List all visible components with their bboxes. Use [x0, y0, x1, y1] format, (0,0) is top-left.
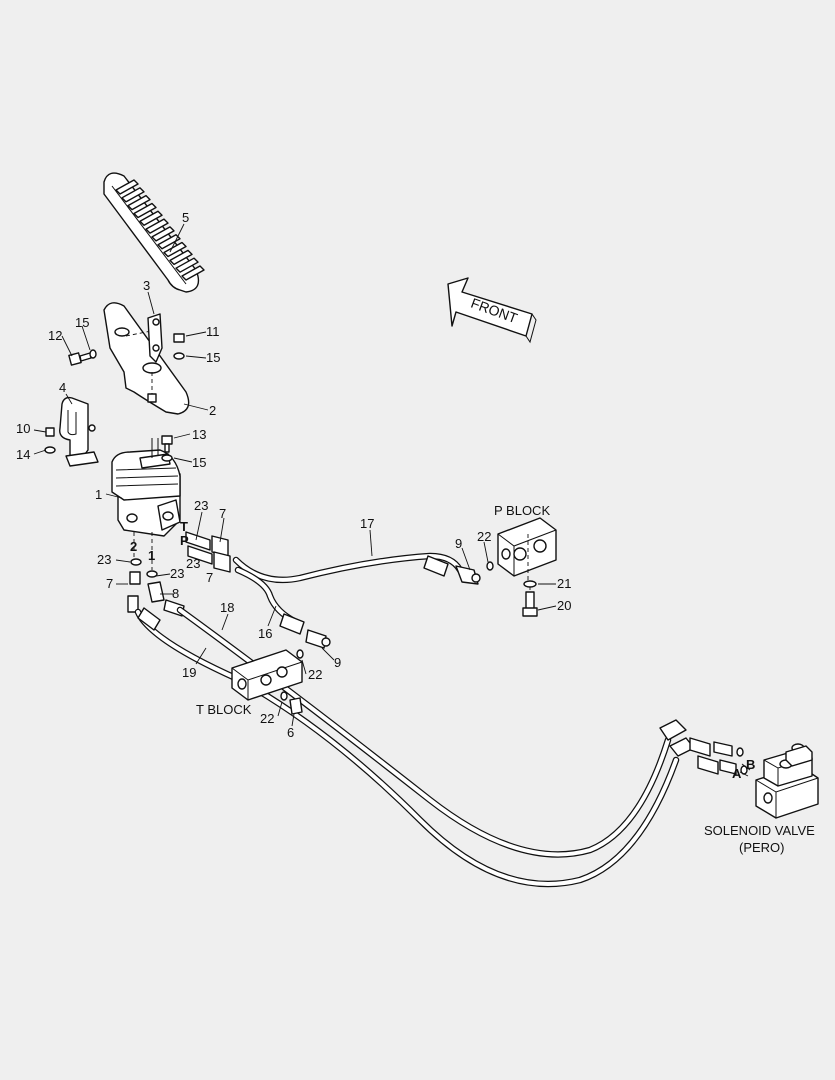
pedal-rib	[127, 194, 151, 211]
part-labels: 5 3 15 12 11 15 4 2 10 13 14 15 1 23 7 2…	[16, 210, 571, 740]
label-part-23: 23	[97, 552, 111, 567]
label-part-17: 17	[360, 516, 374, 531]
pedal-rib	[115, 179, 139, 195]
port-label-2: 2	[130, 539, 137, 554]
label-part-23: 23	[194, 498, 208, 513]
label-part-3: 3	[143, 278, 150, 293]
hose-18	[176, 606, 672, 858]
pedal-rib	[139, 210, 163, 226]
port-labels: T P 2 1 B A	[130, 519, 755, 781]
label-part-7: 7	[106, 576, 113, 591]
pedal-pad	[103, 172, 205, 293]
label-part-22: 22	[308, 667, 322, 682]
label-part-5: 5	[182, 210, 189, 225]
pedal-rib	[157, 234, 181, 250]
pedal-rib	[175, 257, 199, 273]
hose-17	[232, 552, 464, 584]
port-label-b: B	[746, 757, 755, 772]
front-arrow: FRONT	[447, 277, 537, 344]
label-part-12: 12	[48, 328, 62, 343]
label-part-22: 22	[477, 529, 491, 544]
bolt-13	[161, 435, 173, 462]
pedal-rib	[133, 202, 157, 219]
caption-solenoid-maker: (PERO)	[739, 840, 785, 855]
label-part-11: 11	[206, 324, 220, 339]
hose-end-fittings	[137, 555, 748, 775]
port-label-1: 1	[148, 548, 155, 563]
label-part-21: 21	[557, 576, 571, 591]
bolt-12	[68, 349, 97, 366]
label-part-7: 7	[219, 506, 226, 521]
pedal-rib	[145, 218, 169, 234]
label-part-13: 13	[192, 427, 206, 442]
caption-p-block: P BLOCK	[494, 503, 550, 518]
bolt-11	[173, 333, 185, 360]
leader-lines	[33, 223, 751, 777]
label-part-6: 6	[287, 725, 294, 740]
pedal-rib	[151, 226, 175, 242]
port-label-p: P	[180, 533, 189, 548]
hose-19	[134, 608, 680, 888]
label-part-10: 10	[16, 421, 30, 436]
label-part-4: 4	[59, 380, 66, 395]
label-part-9: 9	[455, 536, 462, 551]
label-part-15: 15	[206, 350, 220, 365]
pedal-guard	[59, 396, 99, 467]
label-part-23: 23	[170, 566, 184, 581]
solenoid-valve	[755, 743, 819, 819]
label-part-22: 22	[260, 711, 274, 726]
pilot-valve-body	[111, 438, 181, 570]
pedal-rib	[163, 241, 187, 258]
label-part-18: 18	[220, 600, 234, 615]
caption-t-block: T BLOCK	[196, 702, 252, 717]
label-part-1: 1	[95, 487, 102, 502]
label-part-20: 20	[557, 598, 571, 613]
pedal-rib	[121, 187, 145, 203]
label-part-8: 8	[172, 586, 179, 601]
label-part-7: 7	[206, 570, 213, 585]
label-part-15: 15	[75, 315, 89, 330]
label-part-14: 14	[16, 447, 30, 462]
captions: P BLOCK T BLOCK SOLENOID VALVE (PERO)	[196, 503, 815, 855]
label-part-9: 9	[334, 655, 341, 670]
t-block	[231, 649, 304, 715]
caption-solenoid-valve: SOLENOID VALVE	[704, 823, 815, 838]
pedal-rib	[181, 265, 205, 281]
label-part-15: 15	[192, 455, 206, 470]
label-part-2: 2	[209, 403, 216, 418]
port-label-a: A	[732, 766, 742, 781]
label-part-19: 19	[182, 665, 196, 680]
bolt-10	[44, 427, 56, 454]
p-block	[486, 517, 557, 592]
pedal-bracket	[103, 302, 190, 415]
pedal-rib	[169, 249, 193, 266]
port-label-t: T	[180, 519, 188, 534]
label-part-23: 23	[186, 556, 200, 571]
label-part-16: 16	[258, 626, 272, 641]
fittings-valve-ports	[127, 531, 231, 617]
bolt-20	[522, 580, 538, 617]
